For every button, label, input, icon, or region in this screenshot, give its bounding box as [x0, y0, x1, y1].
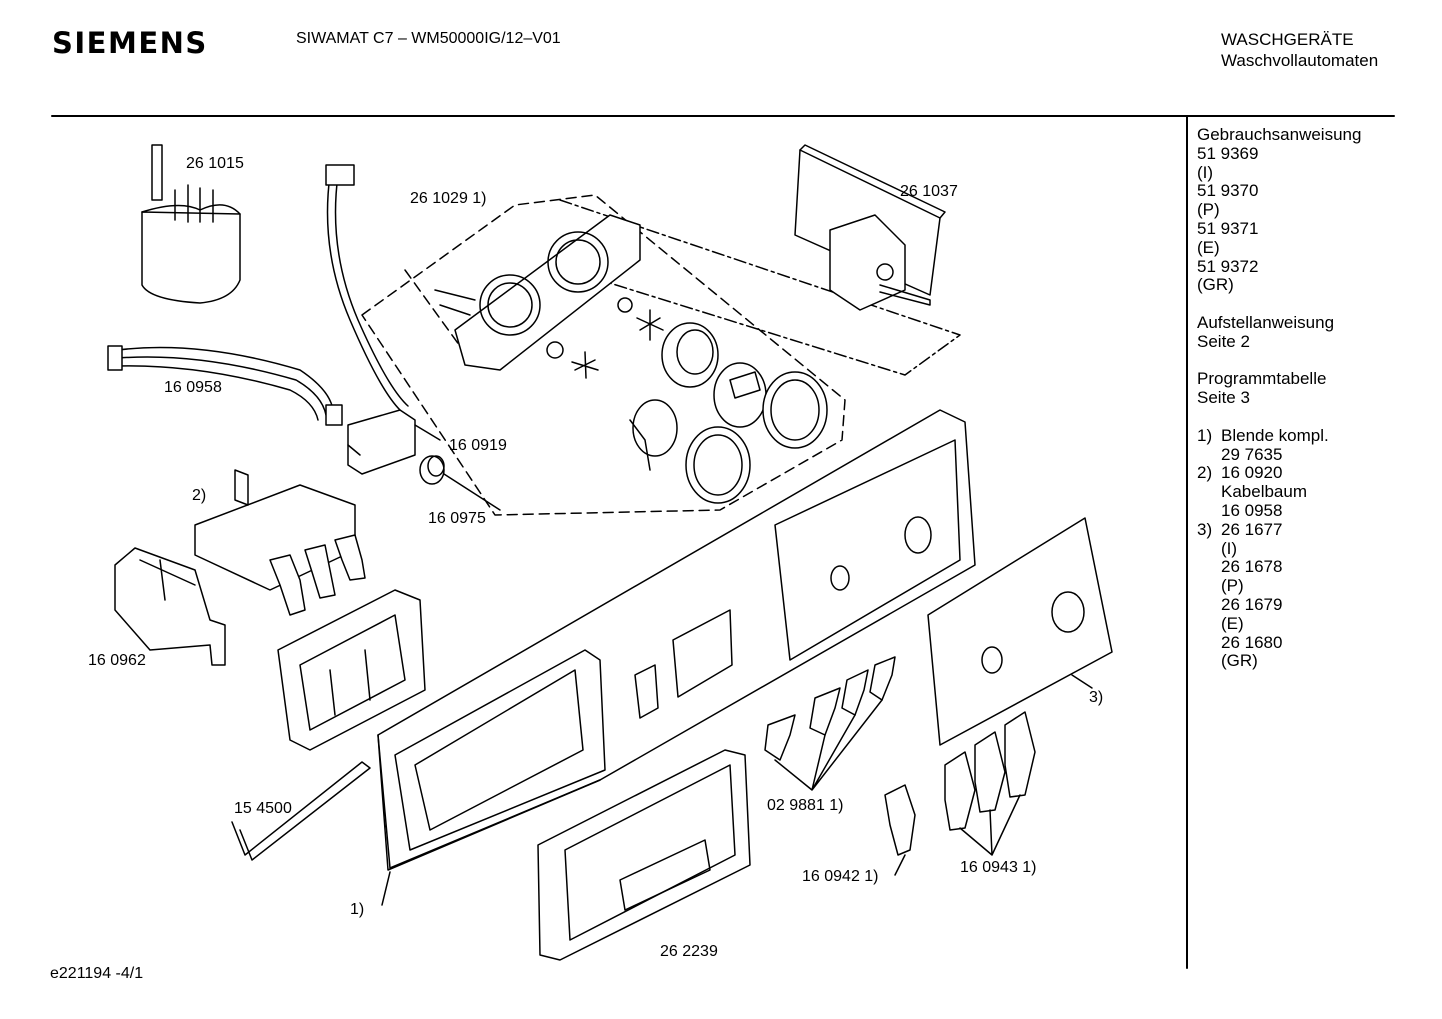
footer-reference: e221194 -4/1 [50, 965, 144, 982]
label-1: 1) [350, 901, 364, 918]
label-160942: 16 0942 1) [802, 868, 879, 885]
label-3: 3) [1089, 689, 1103, 706]
note-3-item: 26 1678 [1221, 557, 1283, 577]
manual-code: 51 9369 [1197, 143, 1259, 163]
label-160919: 16 0919 [449, 437, 507, 454]
manual-lang: (E) [1197, 237, 1220, 257]
part-154500-rod [231, 761, 371, 861]
part-262239-handle [537, 749, 751, 961]
manual-lang: (I) [1197, 162, 1214, 182]
install-title: Aufstellanweisung [1197, 312, 1335, 332]
note-2: 2) 16 0920 [1197, 463, 1361, 483]
part-3-fascia [927, 517, 1113, 746]
note-3-label: 3) [1197, 519, 1213, 539]
manual-code: 51 9372 [1197, 256, 1259, 276]
note-1-code: 29 7635 [1221, 444, 1283, 464]
install-page: Seite 2 [1197, 331, 1250, 351]
part-2-switch-block [194, 469, 366, 616]
note-2-code2: 16 0958 [1221, 500, 1283, 520]
parts-sidebar: Gebrauchsanweisung 51 9369 (I) 51 9370 (… [1197, 125, 1362, 671]
part-261015-relay [141, 144, 241, 304]
part-button-cradle [277, 589, 426, 751]
label-261037: 26 1037 [900, 183, 958, 200]
note-3-item: 26 1677 [1221, 519, 1283, 539]
part-1-front-panel [377, 409, 976, 871]
program-page: Seite 3 [1197, 388, 1250, 408]
note-3-item: (I) [1221, 538, 1238, 558]
note-1: 1) Blende kompl. [1197, 425, 1361, 446]
part-160943-buttons [944, 711, 1036, 856]
brand-logo: SIEMENS [52, 26, 208, 60]
part-160919-harness [325, 164, 441, 475]
label-160975: 16 0975 [428, 510, 486, 527]
note-3-item: 26 1679 [1221, 594, 1283, 614]
part-261037-programmer [794, 144, 946, 311]
category-title: WASCHGERÄTE [1221, 30, 1354, 49]
assembly-outline-261029 [361, 194, 846, 516]
part-160958-cable [107, 345, 343, 426]
part-160975-knob [419, 455, 501, 511]
program-title: Programmtabelle [1197, 369, 1327, 389]
subcategory-title: Waschvollautomaten [1221, 51, 1379, 70]
note-2-text: Kabelbaum [1221, 482, 1308, 502]
note-2-code: 16 0920 [1221, 463, 1283, 483]
note-3-item: (E) [1221, 613, 1244, 633]
manual-lang: (P) [1197, 200, 1220, 220]
manual-code: 51 9371 [1197, 218, 1259, 238]
note-1-label: 1) [1197, 425, 1213, 445]
model-title: SIWAMAT C7 – WM50000IG/12–V01 [296, 30, 561, 47]
note-3-item: (P) [1221, 576, 1244, 596]
label-154500: 15 4500 [234, 800, 292, 817]
label-160962: 16 0962 [88, 652, 146, 669]
note-3-item: 26 1680 [1221, 632, 1283, 652]
label-2: 2) [192, 487, 206, 504]
part-029881-clips [764, 656, 896, 791]
manual-code: 51 9370 [1197, 181, 1259, 201]
label-261029: 26 1029 1) [410, 190, 487, 207]
label-160958: 16 0958 [164, 379, 222, 396]
note-1-text: Blende kompl. [1221, 425, 1329, 445]
part-160962-switch [114, 547, 226, 666]
label-262239: 26 2239 [660, 943, 718, 960]
part-160942-button [884, 784, 916, 876]
label-261015: 26 1015 [186, 155, 244, 172]
label-029881: 02 9881 1) [767, 797, 844, 814]
part-261029-frame [434, 214, 641, 371]
note-3-item: (GR) [1221, 651, 1258, 671]
manual-title: Gebrauchsanweisung [1197, 125, 1362, 144]
manual-lang: (GR) [1197, 275, 1234, 295]
note-2-label: 2) [1197, 463, 1213, 483]
assembly-small-parts [546, 297, 828, 504]
note-3: 3) 26 1677 [1197, 519, 1361, 540]
label-160943: 16 0943 1) [960, 859, 1037, 876]
